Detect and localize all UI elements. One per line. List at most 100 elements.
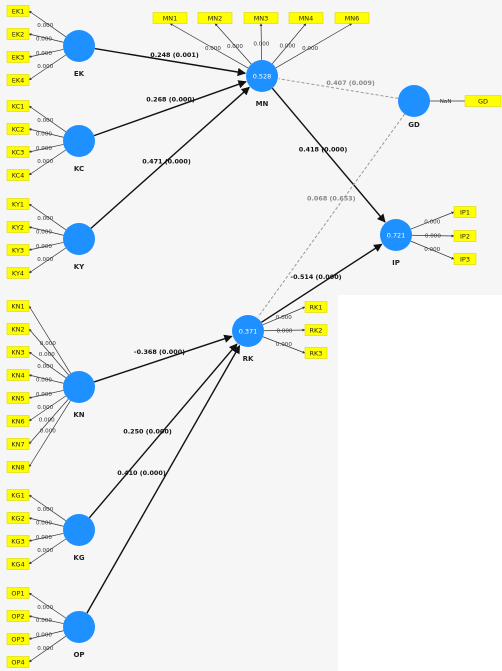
path-ky-mn: [90, 86, 250, 229]
construct-ip[interactable]: [380, 219, 412, 251]
loading-line-ek2: [28, 33, 64, 43]
indicator-label-mn6: MN6: [345, 15, 360, 23]
indicator-box-kg1[interactable]: [6, 489, 30, 501]
indicator-box-ek3[interactable]: [6, 51, 30, 63]
indicator-label-kn4: KN4: [11, 372, 24, 380]
indicator-box-ip2[interactable]: [453, 230, 477, 242]
indicator-label-kn8: KN8: [11, 464, 24, 472]
indicator-box-ky3[interactable]: [6, 244, 30, 256]
indicator-box-kn1[interactable]: [6, 300, 30, 312]
loading-line-kn7: [28, 398, 69, 445]
indicator-box-op3[interactable]: [6, 633, 30, 645]
indicator-box-rk2[interactable]: [304, 324, 328, 336]
loading-line-op4: [28, 635, 67, 663]
path-kc-mn: [93, 80, 247, 137]
construct-kn[interactable]: [63, 371, 95, 403]
construct-gd[interactable]: [398, 85, 430, 117]
loading-value-kc2: 0.000: [36, 132, 52, 138]
path-kn-rk: [93, 334, 233, 383]
loading-value-ek1: 0.000: [37, 23, 53, 29]
indicator-box-op1[interactable]: [6, 587, 30, 599]
indicator-box-op2[interactable]: [6, 610, 30, 622]
indicator-box-kn5[interactable]: [6, 392, 30, 404]
indicator-box-kn7[interactable]: [6, 438, 30, 450]
loading-line-ip3: [410, 240, 455, 260]
loading-line-kn1: [28, 305, 71, 374]
loading-value-kc1: 0.000: [37, 118, 53, 124]
loading-value-mn1: 0.000: [205, 46, 221, 52]
indicator-label-op3: OP3: [11, 636, 24, 644]
indicator-box-kn3[interactable]: [6, 346, 30, 358]
construct-name-gd: GD: [408, 121, 420, 129]
indicator-box-mn6[interactable]: [334, 12, 370, 24]
loading-value-kn4: 0.000: [36, 378, 52, 384]
construct-kg[interactable]: [63, 514, 95, 546]
loading-value-gd: NaN: [440, 99, 452, 105]
indicator-box-op4[interactable]: [6, 656, 30, 668]
indicator-label-kn1: KN1: [11, 303, 24, 311]
indicator-label-rk1: RK1: [310, 304, 323, 312]
indicator-box-kn4[interactable]: [6, 369, 30, 381]
construct-name-ek: EK: [74, 70, 85, 78]
indicator-label-kn6: KN6: [11, 418, 24, 426]
indicator-box-kn2[interactable]: [6, 323, 30, 335]
indicator-label-kn5: KN5: [11, 395, 24, 403]
indicator-box-ek2[interactable]: [6, 28, 30, 40]
indicator-label-rk2: RK2: [310, 327, 323, 335]
indicator-label-kc1: KC1: [12, 103, 25, 111]
path-coefficient-op-rk: 0.410 (0.000): [117, 469, 166, 477]
indicator-box-kn8[interactable]: [6, 461, 30, 473]
loading-line-kg2: [28, 517, 64, 527]
indicator-box-ky4[interactable]: [6, 267, 30, 279]
indicator-box-mn3[interactable]: [243, 12, 279, 24]
loading-line-kg3: [28, 533, 64, 542]
indicator-box-gd[interactable]: [464, 95, 502, 107]
construct-mn[interactable]: [246, 60, 278, 92]
loading-line-op1: [28, 592, 66, 619]
indicator-box-kn6[interactable]: [6, 415, 30, 427]
construct-name-mn: MN: [256, 100, 269, 108]
construct-ek[interactable]: [63, 30, 95, 62]
indicator-label-ky2: KY2: [12, 224, 24, 232]
loading-line-kc1: [28, 105, 67, 133]
construct-op[interactable]: [63, 611, 95, 643]
indicator-box-mn1[interactable]: [152, 12, 188, 24]
indicator-box-kc3[interactable]: [6, 146, 30, 158]
indicator-box-kc1[interactable]: [6, 100, 30, 112]
construct-kc[interactable]: [63, 125, 95, 157]
indicator-box-ek1[interactable]: [6, 5, 30, 17]
indicator-box-kc4[interactable]: [6, 169, 30, 181]
indicator-box-rk1[interactable]: [304, 301, 328, 313]
indicator-box-mn4[interactable]: [288, 12, 324, 24]
construct-name-rk: RK: [243, 355, 254, 363]
indicator-box-kg2[interactable]: [6, 512, 30, 524]
loading-line-ky1: [28, 203, 67, 231]
loading-value-ip2: 0.000: [425, 234, 441, 240]
construct-rk[interactable]: [232, 315, 264, 347]
loading-line-kg4: [28, 538, 66, 565]
loading-value-ky1: 0.000: [37, 216, 53, 222]
indicator-box-ky1[interactable]: [6, 198, 30, 210]
indicator-box-ip3[interactable]: [453, 253, 477, 265]
loading-line-op2: [28, 615, 64, 624]
indicator-box-kg3[interactable]: [6, 535, 30, 547]
indicator-box-ky2[interactable]: [6, 221, 30, 233]
indicator-box-kc2[interactable]: [6, 123, 30, 135]
loading-value-ky4: 0.000: [37, 257, 53, 263]
construct-ky[interactable]: [63, 223, 95, 255]
loading-line-ky3: [28, 242, 64, 251]
indicator-label-kg2: KG2: [11, 515, 24, 523]
loading-value-mn4: 0.000: [279, 44, 295, 50]
indicator-label-ek4: EK4: [12, 77, 25, 85]
loading-value-op3: 0.000: [36, 632, 52, 638]
loading-line-kn6: [28, 395, 66, 422]
loading-value-kg4: 0.000: [37, 548, 53, 554]
indicator-box-kg4[interactable]: [6, 558, 30, 570]
indicator-box-mn2[interactable]: [197, 12, 233, 24]
indicator-label-ky3: KY3: [12, 247, 24, 255]
indicator-label-ky1: KY1: [12, 201, 24, 209]
indicator-box-ek4[interactable]: [6, 74, 30, 86]
indicator-box-rk3[interactable]: [304, 347, 328, 359]
indicator-box-ip1[interactable]: [453, 206, 477, 218]
indicator-label-kn2: KN2: [11, 326, 24, 334]
